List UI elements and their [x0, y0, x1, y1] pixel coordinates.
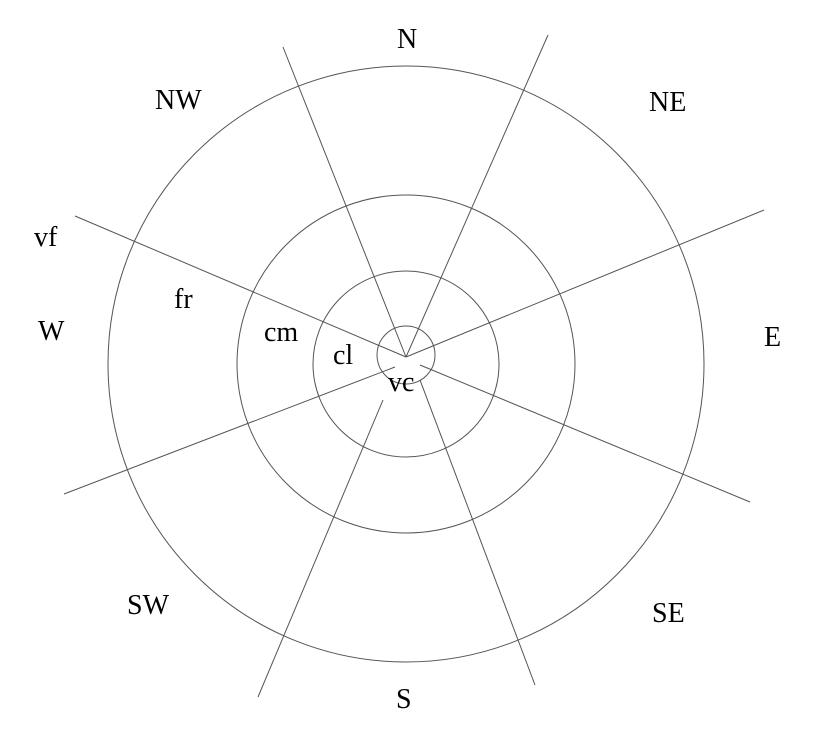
spoke-sse: [419, 379, 536, 686]
direction-labels: N NE E SE S SW W NW: [38, 24, 781, 715]
ring-outer: [107, 65, 705, 663]
label-s: S: [396, 684, 412, 715]
label-close: cl: [333, 340, 353, 371]
label-very-close: vc: [388, 367, 414, 398]
spoke-ese: [419, 364, 751, 503]
spoke-nne: [405, 34, 549, 358]
label-very-far: vf: [34, 222, 58, 253]
spoke-ssw: [257, 399, 384, 698]
label-se: SE: [652, 598, 685, 629]
label-nw: NW: [155, 85, 202, 116]
label-far: fr: [174, 284, 193, 315]
ring-close: [312, 270, 500, 458]
spoke-ene: [405, 209, 765, 358]
label-n: N: [397, 24, 417, 55]
distance-rings: [107, 65, 705, 663]
zone-labels: vf fr cm cl vc: [34, 222, 414, 398]
spoke-nnw: [282, 46, 407, 358]
sector-lines: [63, 34, 765, 698]
label-e: E: [764, 322, 781, 353]
label-sw: SW: [127, 590, 170, 621]
spoke-wsw: [63, 366, 396, 495]
label-medium: cm: [264, 317, 298, 348]
label-ne: NE: [649, 87, 686, 118]
ring-medium: [236, 194, 576, 534]
ring-very-close: [376, 325, 436, 385]
spoke-wnw: [74, 215, 407, 358]
label-w: W: [38, 316, 65, 347]
